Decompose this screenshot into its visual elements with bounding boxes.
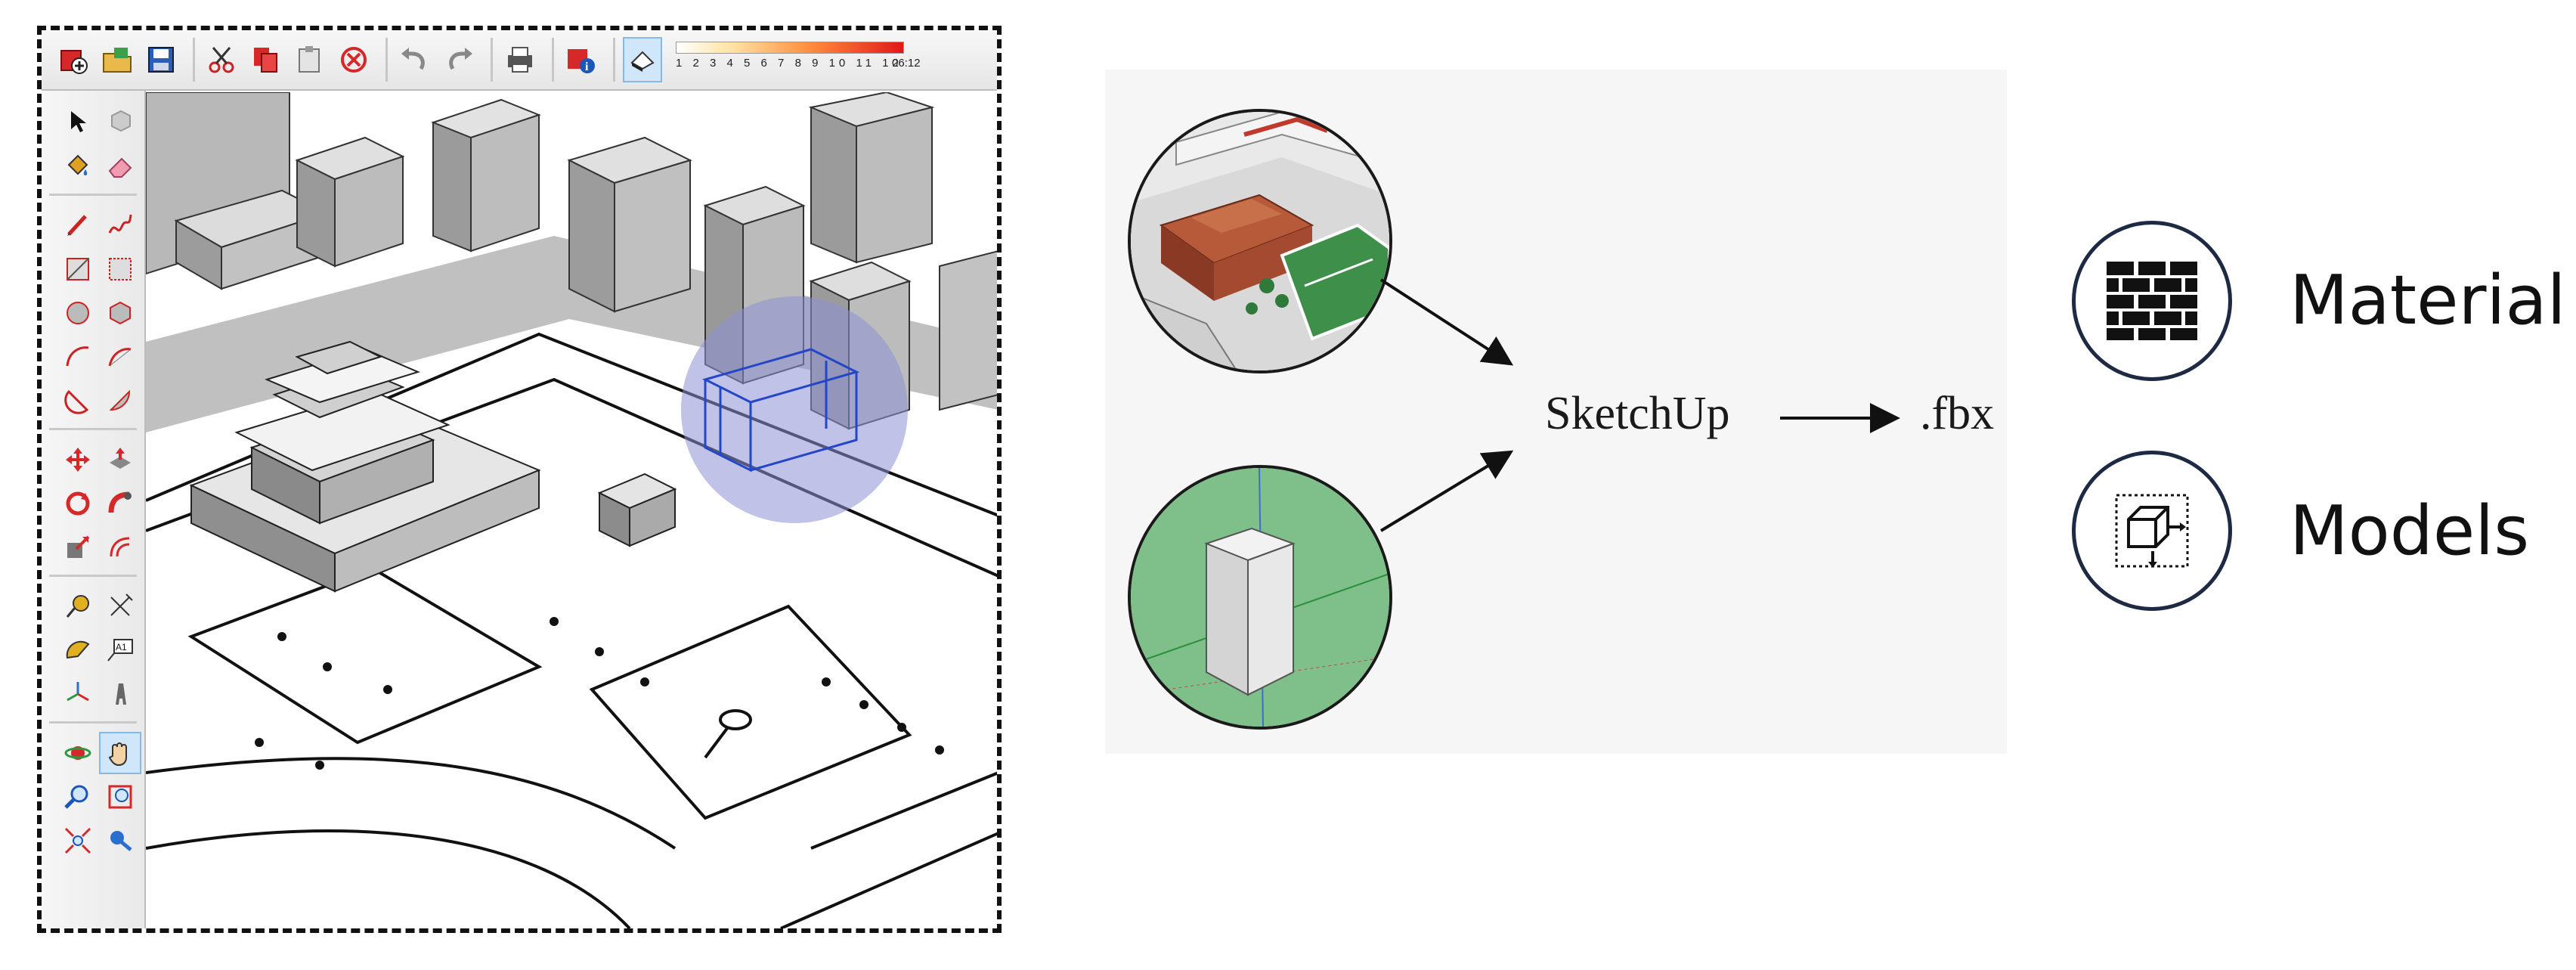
- models-badge: [2072, 451, 2232, 611]
- arrow-top-to-sketchup: [1379, 278, 1514, 366]
- textured-scene-bubble: [1128, 109, 1392, 373]
- redo-icon[interactable]: [439, 37, 478, 82]
- text-tool-label: A1: [116, 642, 127, 652]
- polygon-icon[interactable]: [99, 292, 141, 334]
- rotated-rectangle-icon[interactable]: [99, 248, 141, 290]
- three-point-arc-icon[interactable]: [99, 380, 141, 422]
- 3d-viewport[interactable]: [146, 92, 997, 928]
- paste-icon[interactable]: [290, 37, 330, 82]
- toolbar-separator: [552, 38, 554, 82]
- palace-complex: [189, 340, 677, 593]
- freehand-icon[interactable]: [99, 204, 141, 246]
- line-icon[interactable]: [57, 204, 99, 246]
- pie-icon[interactable]: [57, 380, 99, 422]
- palette-separator: [49, 428, 137, 430]
- toolbar-separator: [385, 38, 388, 82]
- select-icon[interactable]: [57, 100, 99, 142]
- svg-text:i: i: [585, 60, 589, 73]
- eraser-icon[interactable]: [99, 145, 141, 187]
- export-workflow-panel: SketchUp .fbx: [1105, 70, 2007, 754]
- cut-icon[interactable]: [203, 37, 242, 82]
- toolbar-separator: [193, 38, 195, 82]
- undo-icon[interactable]: [395, 37, 435, 82]
- toolbar-separator: [491, 38, 493, 82]
- shadow-time-label: 06:12: [892, 57, 921, 70]
- follow-me-icon[interactable]: [99, 482, 141, 525]
- tape-measure-icon[interactable]: [57, 585, 99, 628]
- workflow-arrows: [1379, 278, 1900, 532]
- new-icon[interactable]: [54, 37, 93, 82]
- sketchup-label: SketchUp: [1545, 388, 1730, 439]
- pan-icon[interactable]: [99, 732, 141, 774]
- text-icon[interactable]: A1: [99, 629, 141, 671]
- palette-separator: [49, 575, 137, 577]
- open-icon[interactable]: [98, 37, 137, 82]
- material-label: Material: [2290, 261, 2566, 340]
- selected-building-wireframe: [701, 348, 860, 473]
- zoom-extents-icon[interactable]: [57, 820, 99, 862]
- selection-highlight-circle: [681, 296, 908, 523]
- paint-bucket-icon[interactable]: [57, 145, 99, 187]
- shadows-toggle-icon[interactable]: [623, 37, 662, 82]
- shadow-month-ticks: 1 2 3 4 5 6 7 8 9 10 11 12: [676, 57, 903, 70]
- city-model-render: [146, 92, 997, 928]
- orbit-icon[interactable]: [57, 732, 99, 774]
- shadow-gradient-bar: [676, 42, 904, 54]
- zoom-icon[interactable]: [57, 776, 99, 818]
- textured-scene-thumbnail: [1131, 112, 1389, 370]
- palette-separator: [49, 721, 137, 724]
- material-badge: [2072, 221, 2232, 381]
- main-toolbar: i 1 2 3 4 5 6 7 8 9 10 11 12 06:12: [42, 30, 997, 91]
- arc-icon[interactable]: [57, 336, 99, 378]
- 3d-text-icon[interactable]: [99, 673, 141, 715]
- block-model-thumbnail: [1131, 468, 1389, 727]
- arrow-bottom-to-sketchup: [1379, 450, 1514, 532]
- axes-icon[interactable]: [57, 673, 99, 715]
- shadow-time-slider[interactable]: 1 2 3 4 5 6 7 8 9 10 11 12 06:12: [673, 37, 930, 82]
- make-component-icon[interactable]: [99, 100, 141, 142]
- zoom-window-icon[interactable]: [99, 776, 141, 818]
- protractor-icon[interactable]: [57, 629, 99, 671]
- dimension-icon[interactable]: [99, 585, 141, 628]
- models-label: Models: [2290, 491, 2530, 571]
- rectangle-icon[interactable]: [57, 248, 99, 290]
- copy-icon[interactable]: [246, 37, 286, 82]
- tool-palette: A1: [42, 91, 146, 928]
- print-icon[interactable]: [500, 37, 540, 82]
- erase-icon[interactable]: [334, 37, 373, 82]
- palette-separator: [49, 194, 137, 196]
- block-model-bubble: [1128, 465, 1392, 730]
- scale-icon[interactable]: [57, 526, 99, 569]
- toolbar-separator: [613, 38, 615, 82]
- rotate-icon[interactable]: [57, 482, 99, 525]
- save-icon[interactable]: [141, 37, 181, 82]
- model-cube-icon: [2115, 494, 2189, 568]
- model-info-icon[interactable]: i: [562, 37, 601, 82]
- walk-icon[interactable]: [99, 820, 141, 862]
- fbx-format-label: .fbx: [1920, 388, 1995, 439]
- move-icon[interactable]: [57, 439, 99, 481]
- sketchup-window: i 1 2 3 4 5 6 7 8 9 10 11 12 06:12: [37, 26, 1002, 933]
- brick-wall-icon: [2107, 262, 2197, 340]
- push-pull-icon[interactable]: [99, 439, 141, 481]
- ground-dots: [255, 617, 944, 770]
- circle-icon[interactable]: [57, 292, 99, 334]
- two-point-arc-icon[interactable]: [99, 336, 141, 378]
- offset-icon[interactable]: [99, 526, 141, 569]
